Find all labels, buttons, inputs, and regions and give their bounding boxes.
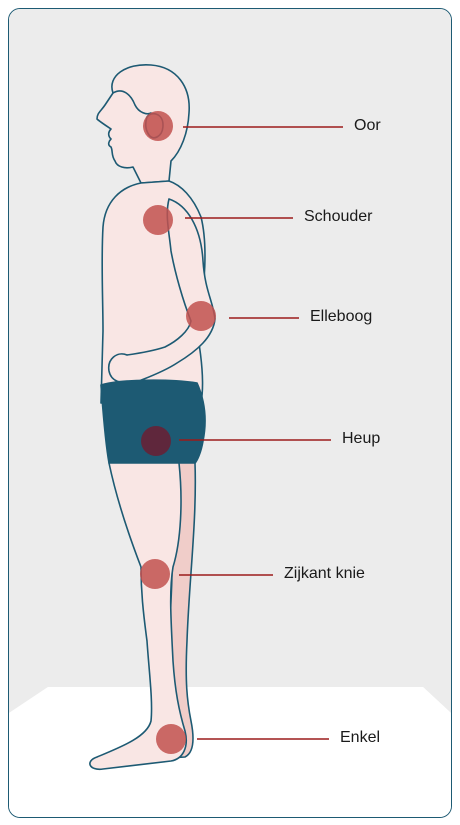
marker-ear <box>143 111 173 141</box>
label-hip: Heup <box>342 430 380 448</box>
label-ankle: Enkel <box>340 729 380 747</box>
marker-shoulder <box>143 205 173 235</box>
label-shoulder: Schouder <box>304 208 373 226</box>
wall-background <box>9 9 451 713</box>
marker-elbow <box>186 301 216 331</box>
label-elbow: Elleboog <box>310 308 372 326</box>
label-knee: Zijkant knie <box>284 565 365 583</box>
body-diagram <box>9 9 451 817</box>
illustration-frame: Oor Schouder Elleboog Heup Zijkant knie … <box>8 8 452 818</box>
label-ear: Oor <box>354 117 381 135</box>
floor <box>9 687 451 817</box>
marker-knee <box>140 559 170 589</box>
marker-ankle <box>156 724 186 754</box>
marker-hip <box>141 426 171 456</box>
